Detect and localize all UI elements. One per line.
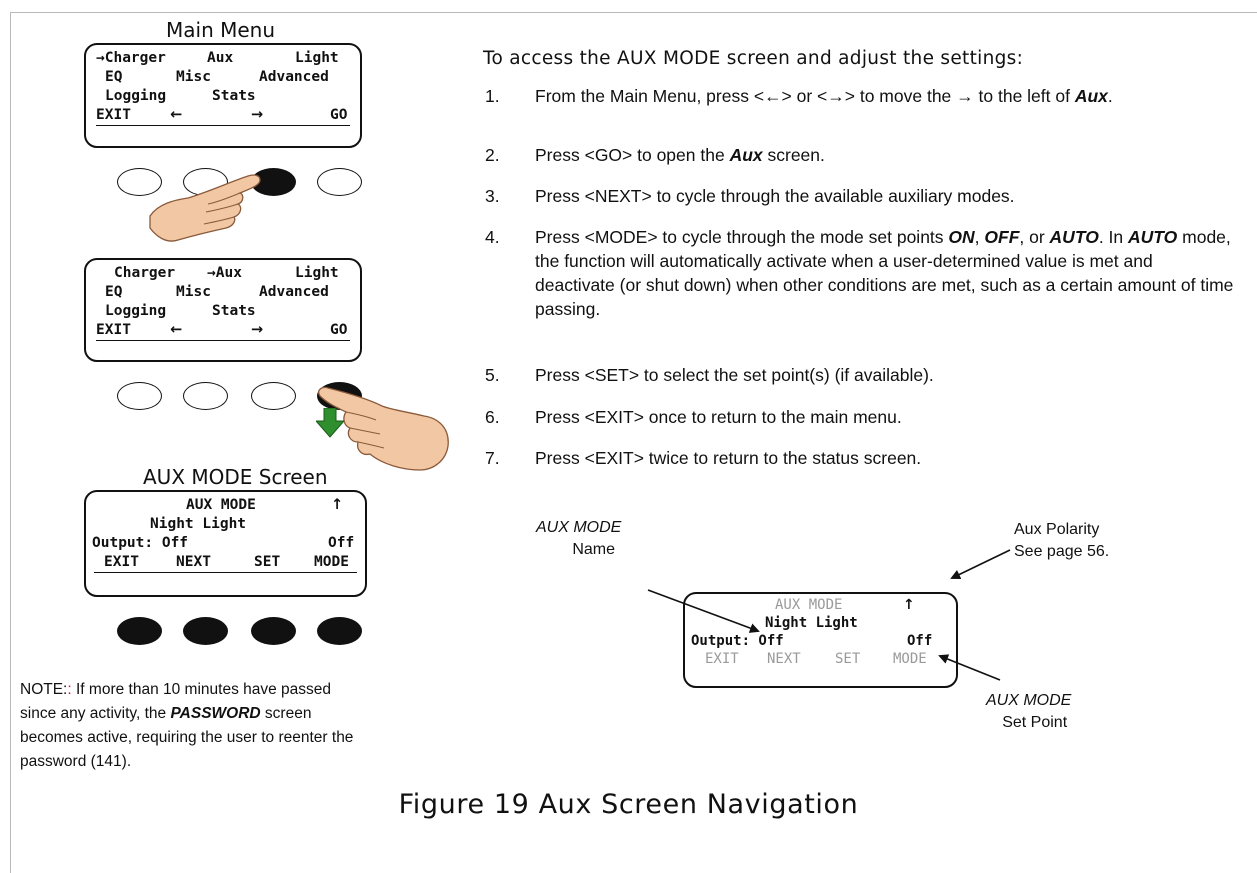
pointing-hand-icon [149,174,261,242]
set-key[interactable] [251,617,296,645]
soft-key-1[interactable] [117,168,162,196]
soft-key-4[interactable] [317,168,362,196]
intro-text: To access the AUX MODE screen and adjust… [483,48,1024,69]
mode-key[interactable] [317,617,362,645]
callout-lines [647,549,1011,681]
next-key[interactable] [183,617,228,645]
exit-key[interactable] [117,617,162,645]
step-4: 4. Press <MODE> to cycle through the mod… [485,227,1234,319]
password-note: NOTE:: If more than 10 minutes have pass… [20,681,354,770]
callout-setpoint-label: AUX MODE Set Point [986,692,1072,731]
callout-polarity-label: Aux Polarity See page 56. [1014,521,1110,560]
soft-key-1[interactable] [117,382,162,410]
callout-name-label: AUX MODE Name [536,519,622,558]
soft-key-2[interactable] [183,382,228,410]
aux-mode-screen-caption: AUX MODE Screen [143,465,328,489]
down-arrow-icon [316,408,344,438]
figure-frame [10,12,1257,873]
soft-key-3[interactable] [251,382,296,410]
main-menu-caption: Main Menu [166,18,276,42]
pointing-hand-icon [318,386,449,471]
figure-title: Figure 19 Aux Screen Navigation [398,789,859,820]
step-1: 1. From the Main Menu, press <←> or <→> … [485,86,1113,106]
